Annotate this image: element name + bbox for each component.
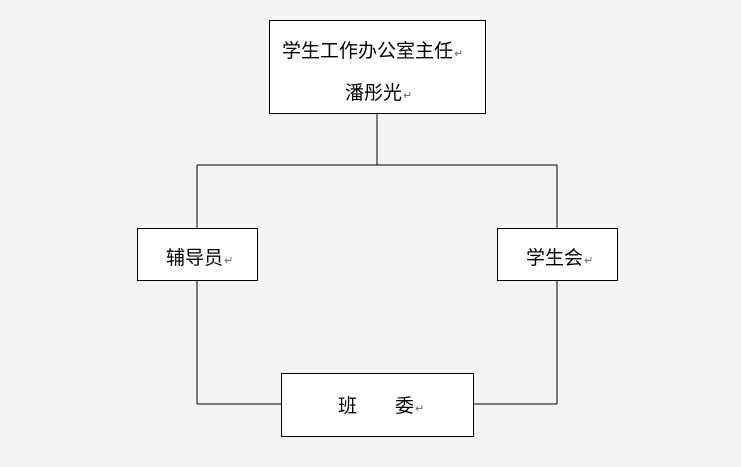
class-committee-box: 班 委↵ <box>281 373 474 437</box>
director-box: 学生工作办公室主任↵ 潘彤光↵ <box>269 20 486 114</box>
paragraph-mark-icon: ↵ <box>415 402 425 415</box>
counselor-label: 辅导员 <box>166 247 224 269</box>
director-name: 潘彤光 <box>345 82 403 104</box>
paragraph-mark-icon: ↵ <box>403 89 413 102</box>
class-committee-label: 班 委 <box>338 395 415 417</box>
paragraph-mark-icon: ↵ <box>454 47 464 60</box>
paragraph-mark-icon: ↵ <box>224 254 234 267</box>
student-union-label: 学生会 <box>526 247 584 269</box>
paragraph-mark-icon: ↵ <box>584 254 594 267</box>
director-title: 学生工作办公室主任 <box>282 40 454 62</box>
counselor-box: 辅导员↵ <box>137 228 258 281</box>
student-union-box: 学生会↵ <box>497 228 618 281</box>
